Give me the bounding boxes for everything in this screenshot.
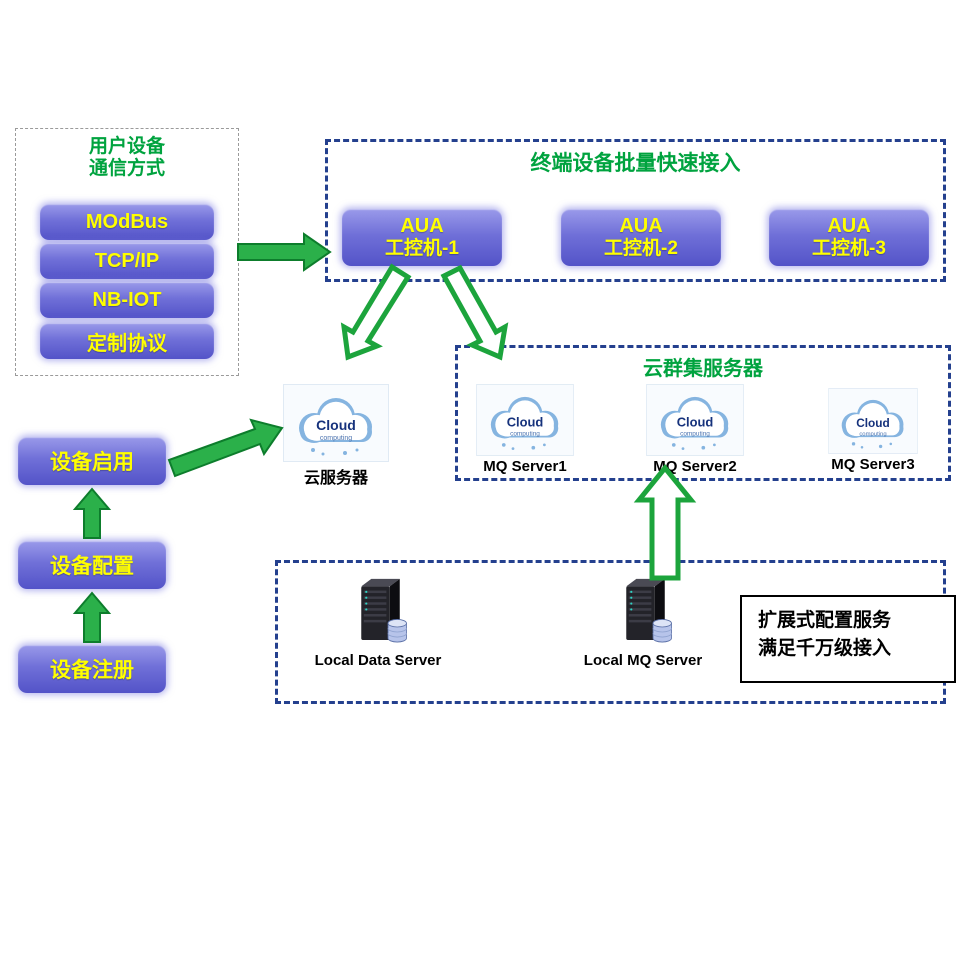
comm-title-line1: 用户设备 [88, 136, 165, 157]
comm-methods-box: 用户设备 通信方式 MOdBus TCP/IP NB-IOT 定制协议 [15, 128, 239, 376]
comm-item-modbus: MOdBus [40, 204, 214, 240]
terminal-access-title: 终端设备批量快速接入 [530, 152, 741, 175]
aua-node-3-line2: 工控机-3 [812, 238, 886, 260]
comm-item-modbus-label: MOdBus [85, 210, 169, 233]
local-data-server: Local Data Server [303, 573, 453, 669]
aua-node-1-line2: 工控机-1 [385, 238, 459, 260]
step-device-register-label: 设备注册 [50, 659, 134, 682]
mq-server-2-label: MQ Server2 [653, 458, 737, 475]
cloud-server-label: 云服务器 [303, 470, 368, 487]
local-data-server-label: Local Data Server [314, 652, 442, 669]
comm-item-tcpip-label: TCP/IP [94, 249, 160, 272]
cloud-server: 云服务器 [283, 384, 389, 488]
aua-node-3: AUA 工控机-3 [769, 209, 929, 266]
scale-note-line1: 扩展式配置服务 [758, 610, 892, 631]
comm-methods-title: 用户设备 通信方式 [16, 129, 238, 181]
local-mq-server: Local MQ Server [568, 573, 718, 669]
aua-node-1: AUA 工控机-1 [342, 209, 502, 266]
arrow-register-to-config [72, 591, 112, 643]
scale-note: 扩展式配置服务 满足千万级接入 [740, 595, 956, 683]
mq-server-2: MQ Server2 [642, 384, 748, 475]
local-servers-box: Local Data Server Local MQ Server 扩展式配置服… [275, 560, 956, 704]
step-device-config: 设备配置 [18, 541, 166, 589]
cloud-icon [642, 384, 748, 456]
comm-title-line2: 通信方式 [88, 158, 165, 180]
cloud-icon [283, 384, 389, 462]
comm-item-tcpip: TCP/IP [40, 243, 214, 279]
comm-item-nbiot: NB-IOT [40, 282, 214, 318]
mq-server-3-label: MQ Server3 [831, 456, 915, 473]
comm-item-nbiot-label: NB-IOT [92, 288, 162, 311]
server-icon [336, 573, 420, 650]
scale-note-line2: 满足千万级接入 [758, 637, 892, 659]
step-device-config-label: 设备配置 [50, 555, 134, 578]
local-mq-server-label: Local MQ Server [583, 652, 703, 669]
server-icon [601, 573, 685, 650]
step-device-enable: 设备启用 [18, 437, 166, 485]
cloud-icon [472, 384, 578, 456]
cloud-cluster-title: 云群集服务器 [643, 358, 763, 380]
arrow-enable-to-cloud [167, 418, 284, 478]
aua-node-2: AUA 工控机-2 [561, 209, 721, 266]
comm-item-custom-label: 定制协议 [87, 332, 167, 355]
mq-server-1: MQ Server1 [472, 384, 578, 475]
aua-node-2-line2: 工控机-2 [604, 238, 678, 260]
cloud-cluster-box: 云群集服务器 MQ Server1 MQ Server2 MQ Server3 [455, 345, 951, 481]
aua-node-2-line1: AUA [619, 215, 663, 238]
cloud-icon [824, 388, 922, 454]
mq-server-3: MQ Server3 [824, 388, 922, 473]
step-device-enable-label: 设备启用 [50, 451, 134, 474]
comm-item-custom: 定制协议 [40, 323, 214, 359]
arrow-config-to-enable [72, 487, 112, 539]
mq-server-1-label: MQ Server1 [483, 458, 567, 475]
aua-node-3-line1: AUA [827, 215, 871, 238]
aua-node-1-line1: AUA [400, 215, 444, 238]
arrow-comm-to-aua1 [237, 232, 332, 272]
terminal-access-box: 终端设备批量快速接入 AUA 工控机-1 AUA 工控机-2 AUA 工控机-3 [325, 139, 946, 282]
step-device-register: 设备注册 [18, 645, 166, 693]
